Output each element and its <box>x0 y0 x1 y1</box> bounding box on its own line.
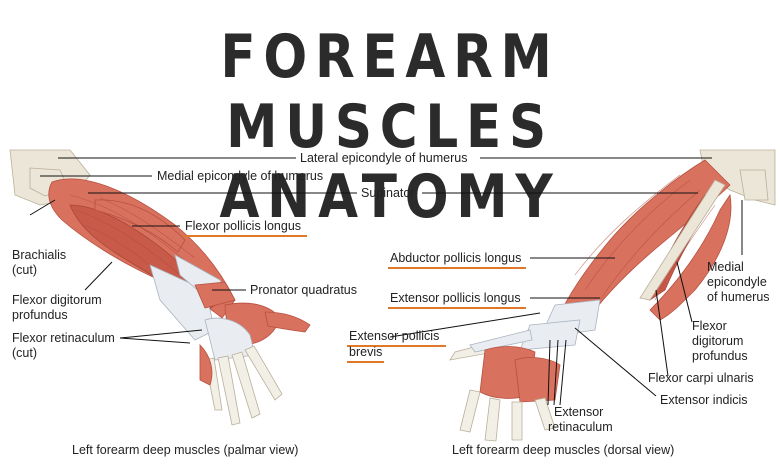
label-medial-epicondyle-right-3: of humerus <box>707 290 770 304</box>
labels: Lateral epicondyle of humerus Medial epi… <box>12 151 770 457</box>
label-lateral-epicondyle: Lateral epicondyle of humerus <box>300 151 467 165</box>
label-flexor-digitorum-profundus-left-2: profundus <box>12 308 68 322</box>
label-flexor-digitorum-profundus-right-3: profundus <box>692 349 748 363</box>
caption-dorsal-view: Left forearm deep muscles (dorsal view) <box>452 443 674 457</box>
label-flexor-retinaculum: Flexor retinaculum <box>12 331 115 345</box>
label-brachialis-cut: (cut) <box>12 263 37 277</box>
label-flexor-digitorum-profundus-right: Flexor <box>692 319 727 333</box>
label-extensor-retinaculum: Extensor <box>554 405 603 419</box>
label-pronator-quadratus: Pronator quadratus <box>250 283 357 297</box>
label-brachialis: Brachialis <box>12 248 66 262</box>
caption-palmar-view: Left forearm deep muscles (palmar view) <box>72 443 298 457</box>
label-flexor-pollicis-longus: Flexor pollicis longus <box>185 219 301 233</box>
label-flexor-digitorum-profundus-right-2: digitorum <box>692 334 743 348</box>
label-extensor-pollicis-brevis-2: brevis <box>349 345 382 359</box>
label-flexor-digitorum-profundus-left: Flexor digitorum <box>12 293 102 307</box>
label-supinator: Supinator <box>361 186 415 200</box>
label-medial-epicondyle-right-2: epicondyle <box>707 275 767 289</box>
page-title: FOREARM MUSCLES ANATOMY <box>219 22 561 232</box>
label-extensor-pollicis-longus: Extensor pollicis longus <box>390 291 521 305</box>
label-flexor-retinaculum-cut: (cut) <box>12 346 37 360</box>
label-abductor-pollicis-longus: Abductor pollicis longus <box>390 251 521 265</box>
label-extensor-indicis: Extensor indicis <box>660 393 748 407</box>
dorsal-arm-illustration <box>449 149 776 442</box>
label-extensor-retinaculum-2: retinaculum <box>548 420 613 434</box>
label-medial-epicondyle-right: Medial <box>707 260 744 274</box>
label-medial-epicondyle: Medial epicondyle of humerus <box>157 169 323 183</box>
label-flexor-carpi-ulnaris: Flexor carpi ulnaris <box>648 371 754 385</box>
label-extensor-pollicis-brevis: Extensor pollicis <box>349 329 439 343</box>
palmar-arm-illustration <box>9 149 311 426</box>
leader-lines <box>29 157 743 406</box>
